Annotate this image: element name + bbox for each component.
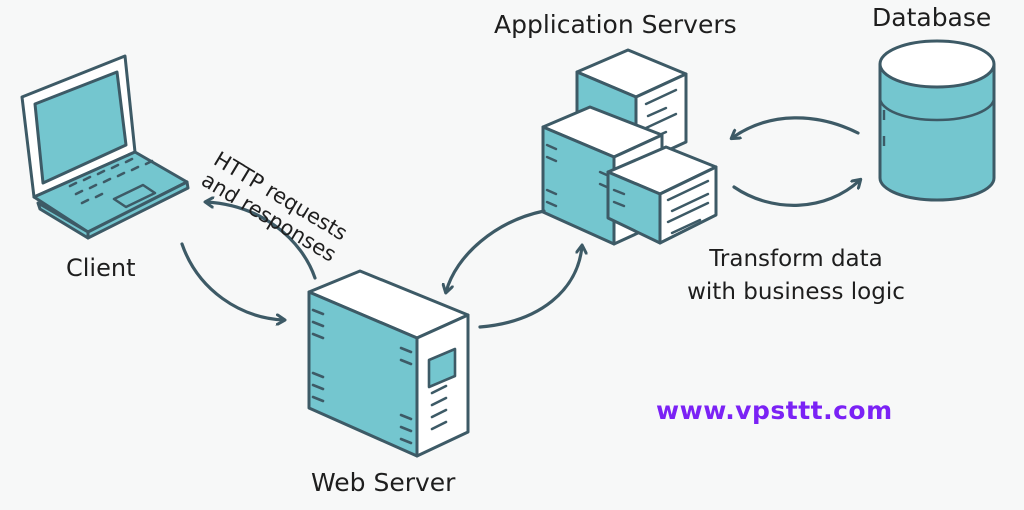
transform-data-label: Transform data with business logic bbox=[675, 243, 917, 309]
arrow-app-to-web bbox=[446, 209, 546, 292]
application-servers-label: Application Servers bbox=[494, 10, 737, 39]
laptop-icon bbox=[20, 54, 190, 240]
arrow-web-to-app bbox=[478, 246, 582, 329]
database-icon bbox=[878, 39, 996, 202]
arrows bbox=[180, 116, 860, 329]
web-server-icon bbox=[307, 269, 470, 458]
transform-line-2: with business logic bbox=[687, 279, 905, 305]
web-server-label: Web Server bbox=[311, 468, 456, 497]
arrow-web-to-client bbox=[206, 202, 317, 280]
application-servers-icon bbox=[541, 48, 718, 246]
transform-line-1: Transform data bbox=[709, 246, 883, 272]
website-url: www.vpsttt.com bbox=[656, 396, 893, 425]
arrow-app-to-db bbox=[732, 180, 860, 207]
app-server-cube-right bbox=[606, 145, 718, 245]
database-label: Database bbox=[872, 3, 992, 32]
client-label: Client bbox=[66, 254, 136, 282]
arrow-client-to-web bbox=[180, 242, 284, 320]
arrow-db-to-app bbox=[732, 116, 860, 138]
